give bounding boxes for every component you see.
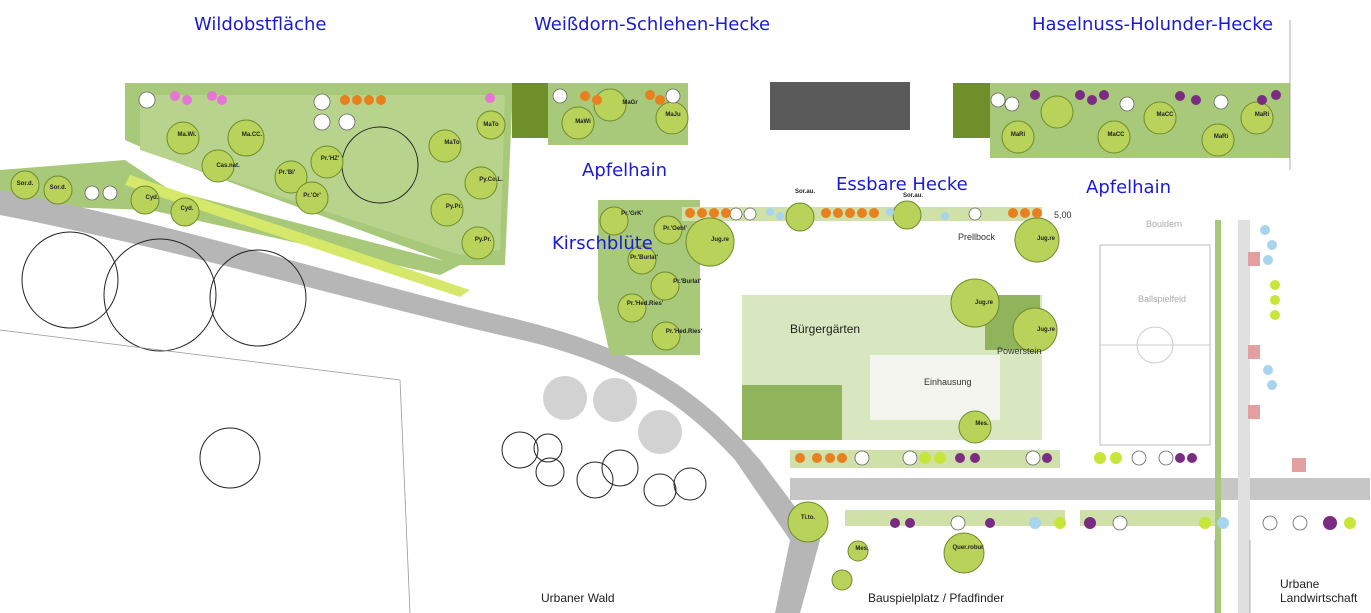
right-vertical-path [1238, 220, 1250, 613]
label-essbare-hecke: Essbare Hecke [836, 174, 968, 195]
lightblue-shrubs [766, 208, 1277, 529]
lime-shrubs [919, 280, 1356, 529]
building [770, 82, 910, 130]
label-urbaner-wald: Urbaner Wald [541, 591, 615, 605]
label-haselnuss-holunder-hecke: Haselnuss-Holunder-Hecke [1032, 14, 1274, 35]
label-kirschbluete: Kirschblüte [552, 233, 653, 254]
white-markers [84, 88, 1308, 531]
right-vertical-green [1215, 220, 1221, 613]
label-bouldern: Bouldern [1146, 219, 1183, 229]
haselnuss-area [990, 83, 1290, 158]
label-landwirtschaft: Landwirtschaft [1280, 591, 1358, 605]
buergergaerten-white [870, 355, 1000, 420]
lower-path-h [790, 478, 1370, 500]
grey-tree-circles [543, 376, 682, 454]
label-wildobstflaeche: Wildobstfläche [194, 14, 327, 35]
label-einhausung: Einhausung [924, 377, 972, 387]
label-bauspielplatz: Bauspielplatz / Pfadfinder [868, 591, 1005, 605]
green-stripe [125, 175, 470, 297]
label-apfelhain-right: Apfelhain [1086, 177, 1171, 198]
label-weissdorn-schlehen-hecke: Weißdorn-Schlehen-Hecke [534, 14, 771, 35]
purple-shrubs [890, 90, 1337, 530]
hedge-dark-1 [512, 83, 548, 138]
label-dimension: 5,00 [1054, 210, 1072, 220]
label-powerstein: Powerstein [997, 346, 1042, 356]
hedge-dark-2 [953, 83, 990, 138]
plan-lines [0, 20, 1291, 613]
right-pink-squares [1248, 252, 1306, 472]
label-urbane: Urbane [1280, 577, 1320, 591]
orange-shrubs [340, 90, 1042, 463]
buergergaerten-dark [742, 385, 842, 440]
lower-hedge-right [1080, 510, 1220, 526]
fruit-trees [10, 88, 1274, 591]
label-apfelhain-left: Apfelhain [582, 160, 667, 181]
pink-shrubs [170, 91, 495, 105]
label-ballspielfeld: Ballspielfeld [1138, 294, 1187, 304]
label-buergergaerten: Bürgergärten [790, 322, 861, 336]
label-prellbock: Prellbock [958, 232, 996, 242]
